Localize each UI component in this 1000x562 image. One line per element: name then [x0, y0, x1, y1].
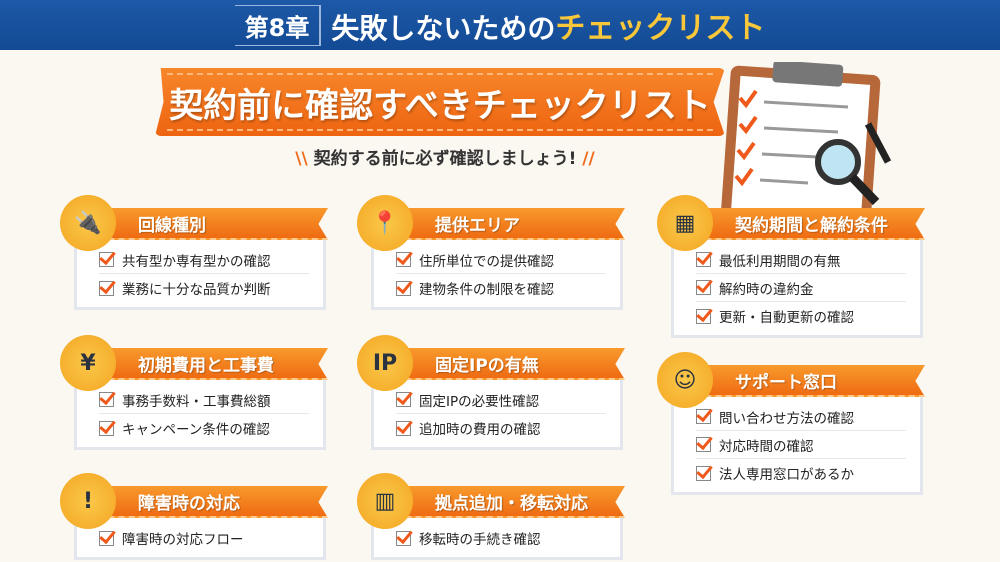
- check-item-label: 移転時の手続き確認: [419, 532, 541, 548]
- check-item: 建物条件の制限を確認: [396, 274, 606, 302]
- check-item-label: 事務手数料・工事費総額: [122, 393, 271, 410]
- header-bar: 第8章 失敗しないためのチェックリスト: [0, 0, 1000, 50]
- check-item: 問い合わせ方法の確認: [696, 403, 906, 431]
- checkbox-checked-icon: [99, 420, 114, 436]
- main-banner: 契約前に確認すべきチェックリスト: [155, 68, 725, 136]
- check-item: 更新・自動更新の確認: [696, 302, 906, 330]
- headset-operator-icon: ☺: [657, 352, 713, 408]
- checkbox-checked-icon: [396, 280, 411, 296]
- check-item: キャンペーン条件の確認: [99, 414, 309, 442]
- card-title: 初期費用と工事費: [88, 348, 328, 380]
- card-list: 住所単位での提供確認建物条件の制限を確認: [371, 240, 623, 310]
- subtitle: \\ 契約する前に必ず確認しましょう! //: [295, 149, 595, 169]
- check-item-label: 住所単位での提供確認: [419, 253, 554, 270]
- check-item: 業務に十分な品質か判断: [99, 274, 309, 302]
- check-item-label: 追加時の費用の確認: [419, 422, 541, 438]
- check-item-label: 建物条件の制限を確認: [419, 282, 554, 298]
- check-item-label: キャンペーン条件の確認: [122, 422, 270, 438]
- checkbox-checked-icon: [99, 392, 114, 407]
- check-item: 住所単位での提供確認: [396, 246, 606, 274]
- checkbox-checked-icon: [396, 530, 411, 546]
- check-item-label: 解約時の違約金: [719, 281, 814, 298]
- card-title: 契約期間と解約条件: [685, 208, 925, 240]
- subtitle-text: 契約する前に必ず確認しましょう!: [313, 149, 577, 169]
- card-title: 回線種別: [88, 208, 328, 240]
- card-list: 固定IPの必要性確認追加時の費用の確認: [371, 380, 623, 450]
- checkbox-checked-icon: [696, 280, 711, 295]
- checkbox-checked-icon: [696, 308, 711, 324]
- card-list: 事務手数料・工事費総額キャンペーン条件の確認: [74, 380, 326, 450]
- card-list: 障害時の対応フロー: [74, 518, 326, 560]
- check-item: 最低利用期間の有無: [696, 246, 906, 274]
- check-item: 解約時の違約金: [696, 274, 906, 302]
- check-item: 事務手数料・工事費総額: [99, 386, 309, 414]
- calendar-icon: ▦: [657, 195, 713, 251]
- yen-wrench-icon: ¥: [60, 335, 116, 391]
- check-item: 追加時の費用の確認: [396, 414, 606, 442]
- checkbox-checked-icon: [396, 252, 411, 267]
- map-pin-icon: 📍: [357, 195, 413, 251]
- check-item-label: 業務に十分な品質か判断: [122, 282, 271, 298]
- check-item-label: 更新・自動更新の確認: [719, 310, 854, 326]
- checkbox-checked-icon: [396, 392, 411, 407]
- checkbox-checked-icon: [99, 530, 114, 546]
- check-item-label: 最低利用期間の有無: [719, 253, 841, 270]
- check-item-label: 障害時の対応フロー: [122, 532, 244, 548]
- checkbox-checked-icon: [99, 252, 114, 267]
- check-item: 固定IPの必要性確認: [396, 386, 606, 414]
- card-title: 固定IPの有無: [385, 348, 625, 380]
- card-list: 移転時の手続き確認: [371, 518, 623, 560]
- card-title: 提供エリア: [385, 208, 625, 240]
- chapter-label: 第8章: [234, 4, 322, 46]
- header-title: 失敗しないための: [331, 12, 556, 45]
- card-title: 障害時の対応: [88, 486, 328, 518]
- checkbox-checked-icon: [696, 252, 711, 267]
- header-title-accent: チェックリスト: [555, 11, 766, 46]
- checkbox-checked-icon: [696, 465, 711, 481]
- card-title: 拠点追加・移転対応: [385, 486, 625, 518]
- check-item: 法人専用窓口があるか: [696, 459, 906, 487]
- check-item-label: 問い合わせ方法の確認: [719, 410, 854, 427]
- alert-icon: !: [60, 473, 116, 529]
- card-list: 問い合わせ方法の確認対応時間の確認法人専用窓口があるか: [671, 397, 923, 495]
- check-item: 対応時間の確認: [696, 431, 906, 459]
- check-item-label: 対応時間の確認: [719, 438, 814, 455]
- check-item-label: 固定IPの必要性確認: [419, 393, 540, 410]
- cable-icon: 🔌: [60, 195, 116, 251]
- checkbox-checked-icon: [696, 409, 711, 424]
- checkbox-checked-icon: [396, 420, 411, 436]
- card-title: サポート窓口: [685, 365, 925, 397]
- clipboard-icon: [720, 62, 892, 212]
- card-list: 最低利用期間の有無解約時の違約金更新・自動更新の確認: [671, 240, 923, 338]
- check-item: 移転時の手続き確認: [396, 524, 606, 552]
- checkbox-checked-icon: [696, 437, 711, 452]
- ip-icon: IP: [357, 335, 413, 391]
- check-item: 共有型か専有型かの確認: [99, 246, 309, 274]
- check-item-label: 共有型か専有型かの確認: [122, 253, 271, 270]
- check-item: 障害時の対応フロー: [99, 524, 309, 552]
- check-item-label: 法人専用窓口があるか: [719, 467, 854, 483]
- card-list: 共有型か専有型かの確認業務に十分な品質か判断: [74, 240, 326, 310]
- checkbox-checked-icon: [99, 280, 114, 296]
- building-icon: ▥: [357, 473, 413, 529]
